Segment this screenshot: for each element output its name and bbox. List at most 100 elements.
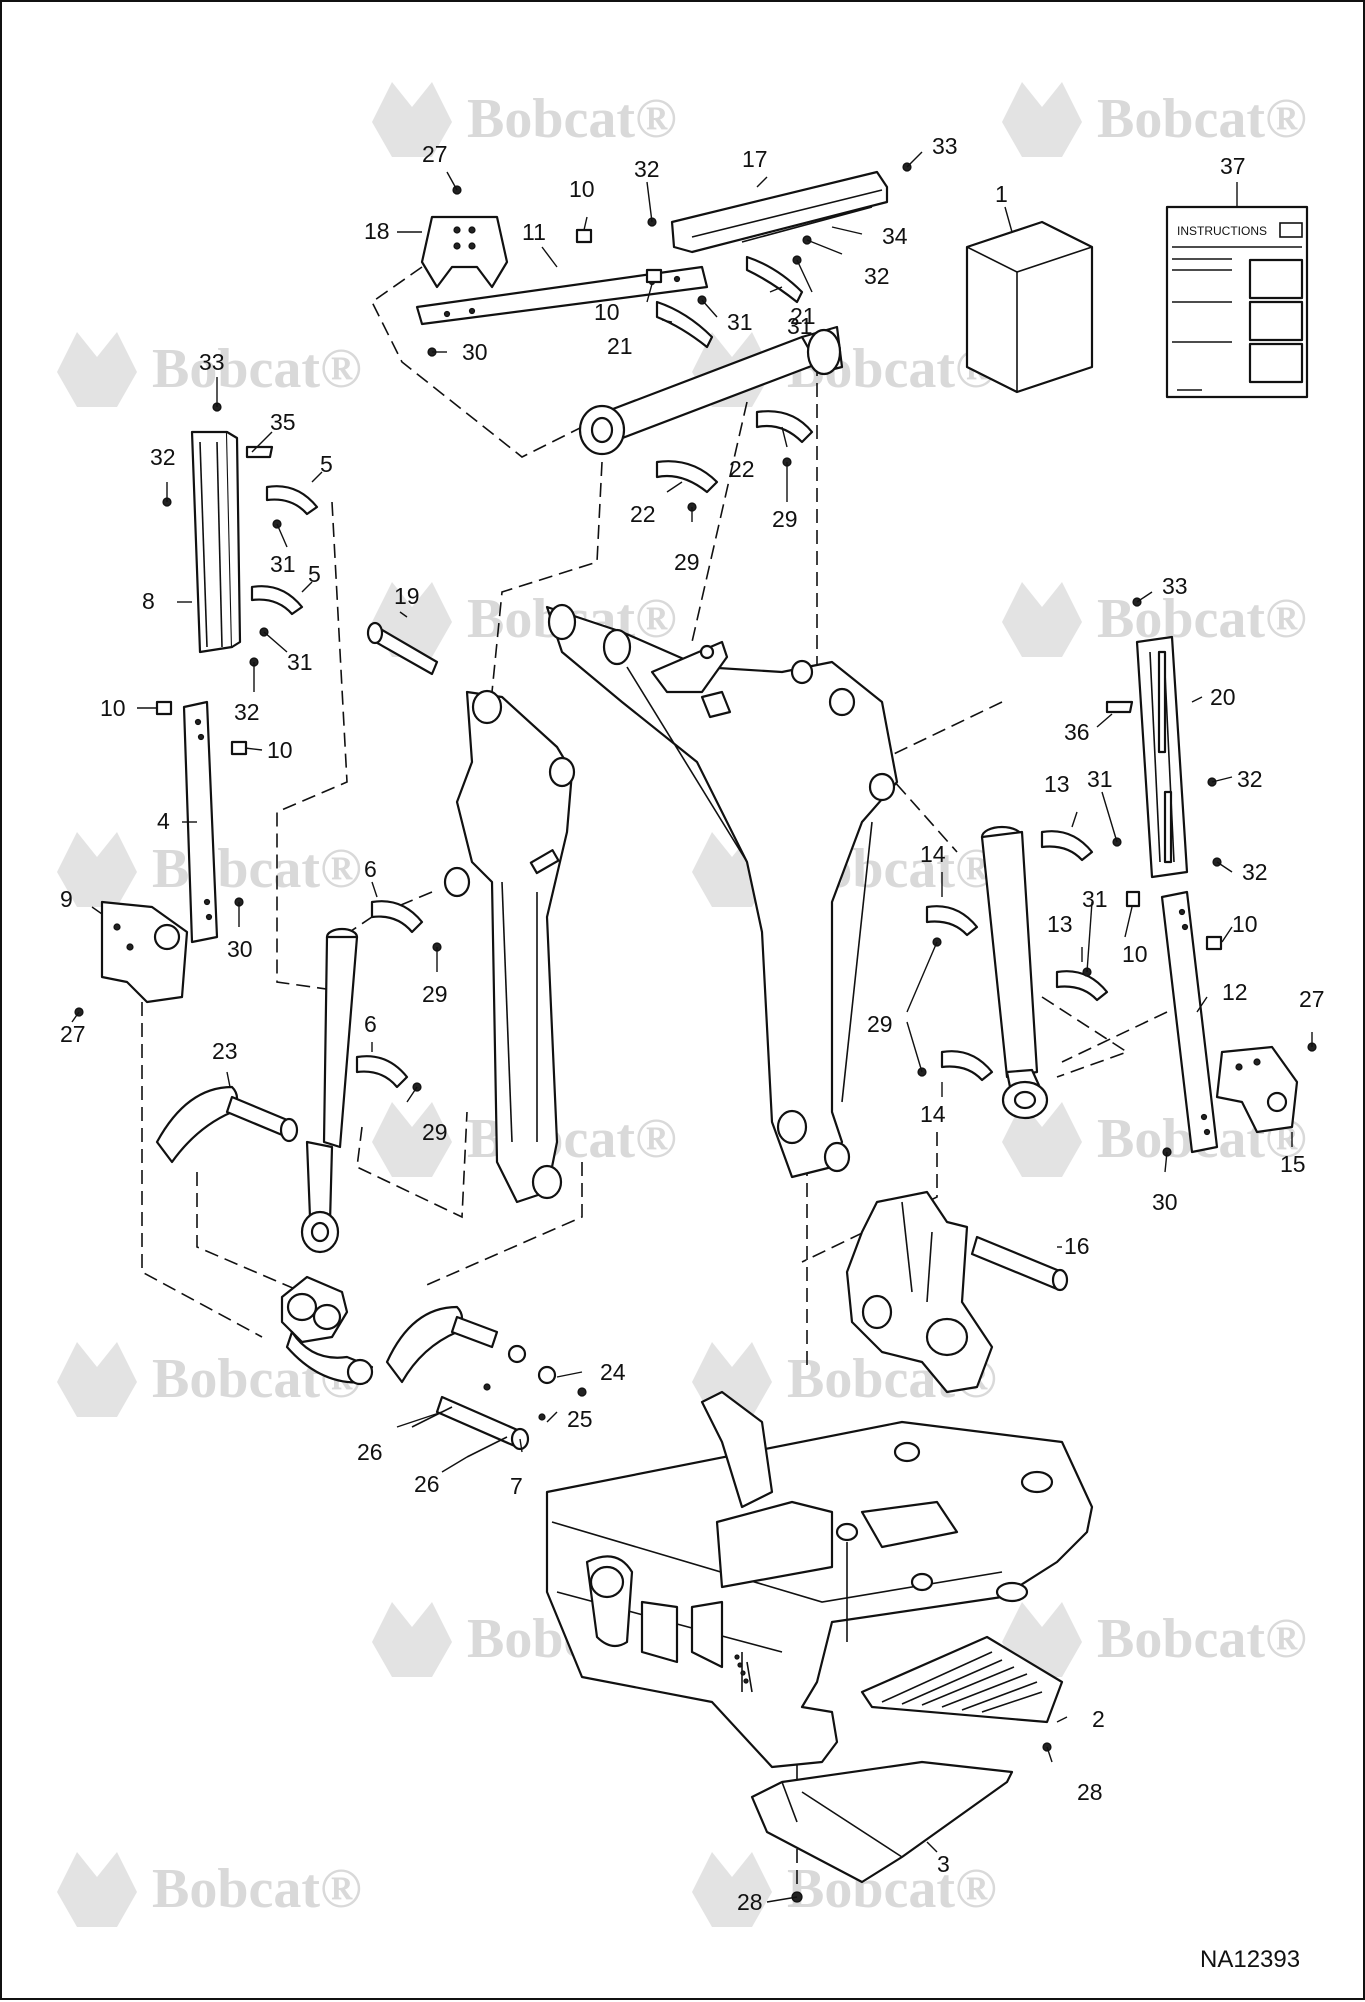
watermark: Bobcat® [372,82,677,157]
bobcat-logo-icon [372,1602,452,1677]
clamp-21 [745,255,804,304]
bolt-26 [466,1436,508,1458]
callout-12: 12 [1222,979,1248,1005]
instruction-sheet-37: INSTRUCTIONS [1165,205,1309,399]
callout-3: 3 [937,1851,950,1877]
strap-12 [1160,890,1219,1154]
callout-14: 14 [920,841,946,867]
pin-19 [366,621,439,676]
plate-23 [155,1085,299,1164]
callout-28: 28 [1077,1779,1103,1805]
watermark-text: Bobcat® [467,88,677,150]
callout-21: 21 [790,303,816,329]
clamp-13 [1040,830,1094,862]
callout-10: 10 [267,737,293,763]
callout-5: 5 [320,451,333,477]
callout-13: 13 [1047,911,1073,937]
callout-35: 35 [270,409,296,435]
watermark: Bobcat® [1002,582,1307,657]
bracket-9 [100,900,189,1004]
callout-5: 5 [308,561,321,587]
callout-18: 18 [364,218,390,244]
cylinder-right [980,825,1049,1120]
callout-22: 22 [630,501,656,527]
bobcat-logo-icon [57,1852,137,1927]
callout-9: 9 [60,886,73,912]
bobcat-logo-icon [372,82,452,157]
callout-28: 28 [737,1889,763,1915]
channel-20 [1135,635,1189,879]
clamp-6 [355,1055,409,1089]
leader-lines [71,151,1313,1903]
bracket-15 [1215,1045,1299,1134]
callout-33: 33 [199,349,225,375]
clamp-14 [925,905,979,937]
watermark: Bobcat® [1002,1602,1307,1677]
callout-15: 15 [1280,1151,1306,1177]
watermark: Bobcat® [57,1852,362,1927]
callout-31: 31 [287,649,313,675]
clamp-5 [265,485,319,516]
callout-23: 23 [212,1038,238,1064]
bobcat-logo-icon [1002,582,1082,657]
bobcat-logo-icon [57,832,137,907]
pad-10 [575,228,593,244]
callout-33: 33 [932,133,958,159]
callout-30: 30 [462,339,488,365]
pin-16 [970,1235,1069,1292]
pivot-link [280,1275,374,1386]
arm-link [443,689,576,1204]
callout-27: 27 [422,141,448,167]
watermark-text: Bobcat® [152,838,362,900]
clamp-22 [755,410,814,444]
callout-37: 37 [1220,153,1246,179]
channel-17 [670,170,889,254]
plate-7 [385,1305,557,1385]
callout-29: 29 [422,981,448,1007]
clamp-22 [655,460,719,494]
callout-32: 32 [1242,859,1268,885]
watermark-text: Bobcat® [1097,588,1307,650]
callout-31: 31 [270,551,296,577]
cylinder-top [578,325,844,456]
callout-26: 26 [414,1471,440,1497]
callout-17: 17 [742,146,768,172]
callout-19: 19 [394,583,420,609]
pad-10 [645,268,663,284]
bobcat-logo-icon [1002,1102,1082,1177]
callout-25: 25 [567,1406,593,1432]
clamp-14 [940,1050,994,1082]
callouts: 1 2 3 4 5 5 6 6 7 8 9 10 10 10 10 10 10 … [60,133,1325,1915]
callout-30: 30 [227,936,253,962]
pad-10 [230,740,248,756]
callout-6: 6 [364,1011,377,1037]
bolt-26 [411,1406,453,1428]
callout-13: 13 [1044,771,1070,797]
callout-6: 6 [364,856,377,882]
bobcat-logo-icon [692,1852,772,1927]
bobcat-logo-icon [57,332,137,407]
instructions-title: INSTRUCTIONS [1177,224,1267,238]
watermark-text: Bobcat® [152,1858,362,1920]
main-frame [545,1390,1094,1769]
callout-32: 32 [634,156,660,182]
pad-10 [1205,935,1223,951]
bobcat-logo-icon [1002,82,1082,157]
part-35 [245,445,274,459]
callout-1: 1 [995,181,1008,207]
callout-22: 22 [729,456,755,482]
watermark: Bobcat® [692,1852,997,1927]
perforated-plate-2 [860,1635,1064,1724]
cylinder-left [300,927,359,1254]
callout-27: 27 [1299,986,1325,1012]
callout-2: 2 [1092,1706,1105,1732]
callout-21: 21 [607,333,633,359]
callout-10: 10 [594,299,620,325]
kit-box-1 [965,220,1094,394]
pad-10 [1125,890,1141,908]
part-36 [1105,700,1134,714]
callout-10: 10 [100,695,126,721]
clamp-6 [370,900,424,934]
callout-29: 29 [422,1119,448,1145]
